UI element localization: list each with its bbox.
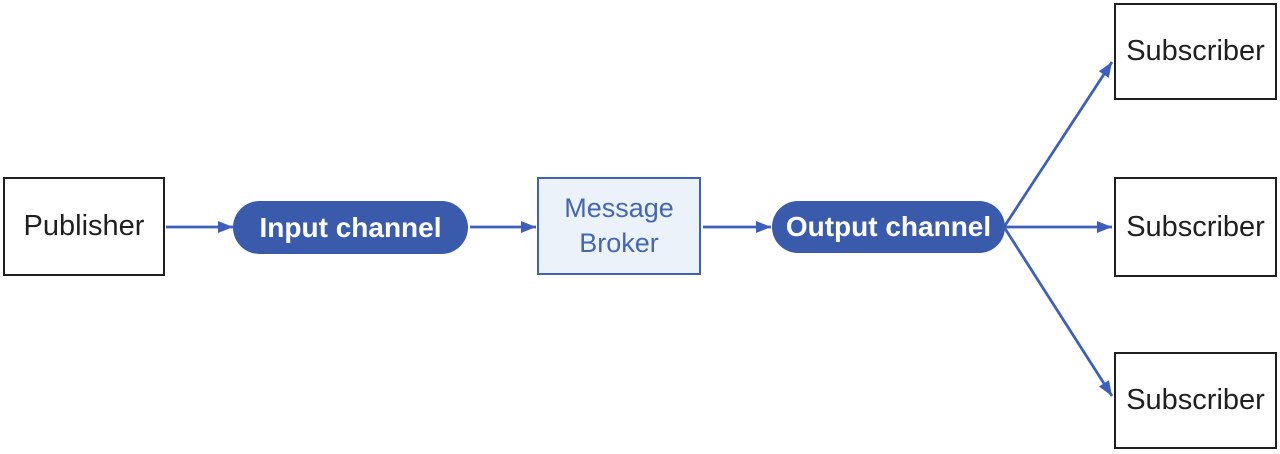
arrow-output-channel-to-subscriber-3 xyxy=(1002,226,1114,397)
publisher-label: Publisher xyxy=(23,210,145,242)
node-output-channel: Output channel xyxy=(772,201,1005,253)
node-input-channel: Input channel xyxy=(233,201,468,254)
arrow-output-channel-to-subscriber-1 xyxy=(1002,61,1114,228)
input-channel-label: Input channel xyxy=(259,211,442,243)
subscriber-1-label: Subscriber xyxy=(1126,35,1265,67)
node-message-broker: Message Broker xyxy=(537,177,701,275)
node-subscriber-3: Subscriber xyxy=(1114,352,1277,449)
output-channel-label: Output channel xyxy=(785,211,992,242)
subscriber-3-label: Subscriber xyxy=(1126,384,1265,416)
node-subscriber-1: Subscriber xyxy=(1114,3,1277,100)
node-subscriber-2: Subscriber xyxy=(1114,177,1277,277)
subscriber-2-label: Subscriber xyxy=(1126,210,1265,243)
message-broker-label: Message Broker xyxy=(564,193,674,258)
node-publisher: Publisher xyxy=(3,177,165,276)
